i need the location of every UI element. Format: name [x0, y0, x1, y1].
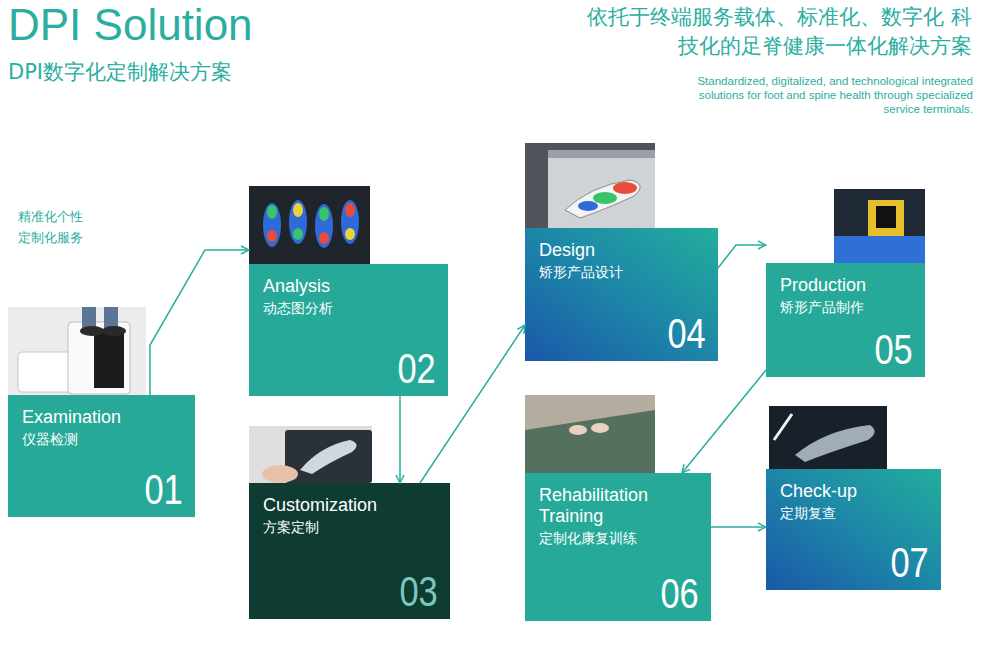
step-name-cn: 定制化康复训练: [539, 529, 697, 547]
step-name: Check-up: [780, 481, 927, 502]
photo-bg: [249, 426, 372, 483]
process-box: Check-up 定期复查 07: [766, 469, 941, 590]
step-number: 06: [661, 571, 699, 617]
yoga-mat: [525, 410, 655, 473]
foot-map: [289, 200, 307, 244]
process-box: Examination 仪器检测 01: [8, 395, 195, 517]
step-name-cn: 矫形产品设计: [539, 263, 704, 281]
foot-map: [267, 230, 277, 242]
foot: [591, 423, 609, 433]
leg: [104, 307, 118, 329]
process-box: Rehabilitation Training 定制化康复训练 06: [525, 473, 711, 621]
tablet-photo: [249, 426, 372, 483]
step-name: Analysis: [263, 276, 413, 297]
step-number: 01: [145, 467, 183, 513]
toolbar: [548, 150, 655, 158]
photo-bg: [834, 189, 925, 263]
leg: [82, 307, 96, 329]
step-number: 07: [891, 540, 929, 586]
photo-bg: [525, 395, 655, 473]
scanner-photo: [8, 307, 146, 395]
xray-photo: [769, 406, 887, 469]
flow-arrow: [150, 250, 249, 395]
pen: [774, 414, 792, 440]
foot-map: [345, 203, 355, 217]
photo-bg: [769, 406, 887, 469]
step-number: 04: [668, 311, 706, 357]
shoe: [102, 326, 126, 336]
foot-map: [319, 207, 329, 221]
title: DPI Solution: [8, 0, 253, 50]
step-name-cn: 矫形产品制作: [780, 298, 911, 316]
step-name: Rehabilitation Training: [539, 485, 689, 527]
process-box: Analysis 动态图分析 02: [249, 264, 448, 396]
photo-bg: [249, 186, 370, 264]
design-photo: [525, 143, 655, 228]
side-note: 精准化个性 定制化服务: [18, 206, 90, 248]
foot: [569, 425, 587, 435]
heat: [578, 201, 598, 211]
foot-map: [319, 232, 329, 244]
step-name-cn: 定期复查: [780, 504, 927, 522]
step-number: 02: [398, 346, 436, 392]
step-name: Customization: [263, 495, 413, 516]
foot-map: [267, 205, 277, 219]
tablet: [285, 430, 372, 483]
shoe: [80, 326, 104, 336]
photo-bg: [8, 307, 146, 395]
device-screen: [94, 332, 124, 388]
flow-arrow: [718, 245, 766, 268]
tagline: 依托于终端服务载体、标准化、数字化 科技化的足脊健康一体化解决方案: [577, 3, 972, 61]
step-number: 05: [875, 327, 913, 373]
process-box: Customization 方案定制 03: [249, 483, 450, 619]
foot-map: [263, 203, 281, 247]
process-box: Design 矫形产品设计 04: [525, 228, 718, 361]
spindle: [868, 200, 904, 236]
photo-bg: [525, 143, 655, 228]
xray-foot: [300, 440, 357, 474]
pressure-photo: [249, 186, 370, 264]
spindle-head: [876, 206, 896, 228]
step-name: Production: [780, 275, 911, 296]
flow-arrow: [711, 526, 766, 528]
training-photo: [525, 395, 655, 473]
insole: [565, 180, 640, 218]
machine-photo: [834, 189, 925, 263]
heat: [613, 182, 637, 194]
device-body: [68, 322, 130, 394]
process-box: Production 矫形产品制作 05: [766, 263, 925, 377]
foot-map: [345, 228, 355, 240]
foot-map: [341, 200, 359, 244]
step-name: Examination: [22, 407, 172, 428]
foot-map: [315, 204, 333, 248]
milled-foam: [834, 236, 925, 263]
step-name-cn: 方案定制: [263, 518, 436, 536]
foot-map: [293, 228, 303, 240]
heat: [593, 192, 617, 204]
hand: [262, 465, 298, 483]
foot-map: [293, 203, 303, 217]
subtitle: DPI数字化定制解决方案: [8, 58, 232, 86]
monitor: [548, 150, 655, 228]
flow-arrow: [399, 396, 401, 483]
tagline-en: Standardized, digitalized, and technolog…: [692, 74, 973, 116]
step-number: 03: [400, 569, 438, 615]
xray-bones: [795, 425, 875, 462]
step-name-cn: 动态图分析: [263, 299, 434, 317]
flow-arrow: [682, 370, 766, 473]
step-name: Design: [539, 240, 689, 261]
step-name-cn: 仪器检测: [22, 430, 181, 448]
